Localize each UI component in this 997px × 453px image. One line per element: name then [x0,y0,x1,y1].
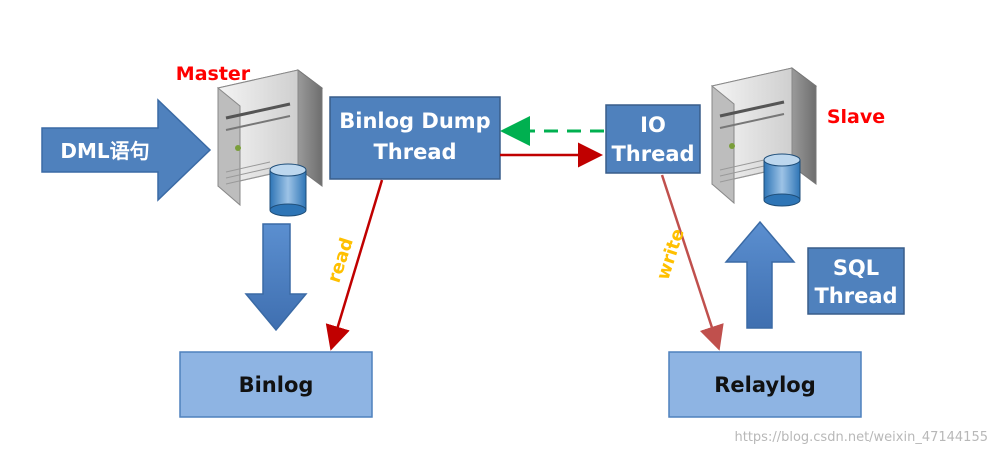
relaylog-to-slave-arrow [724,220,796,329]
master-label: Master [176,63,251,85]
binlog-box: Binlog [179,351,373,418]
binlog-dump-line2: Thread [373,140,456,164]
dml-label: DML语句 [60,139,149,163]
read-arrow [325,179,384,351]
watermark: https://blog.csdn.net/weixin_47144155 [734,430,988,445]
write-label: write [653,226,689,282]
slave-database-icon [763,153,801,207]
binlog-dump-line1: Binlog Dump [339,109,490,133]
io-line2: Thread [611,142,694,166]
sql-line1: SQL [833,256,879,280]
dml-arrow: DML语句 [41,98,212,202]
master-server-icon [216,69,324,207]
write-arrow [660,174,724,351]
io-thread-box: IO Thread [605,104,701,174]
relaylog-box: Relaylog [668,351,862,418]
io-line1: IO [640,113,666,137]
binlog-dump-thread-box: Binlog Dump Thread [329,96,501,180]
sql-line2: Thread [814,284,897,308]
master-database-icon [269,163,307,217]
sql-thread-box: SQL Thread [807,247,905,315]
binlog-label: Binlog [239,373,314,397]
master-to-binlog-arrow [244,223,308,332]
slave-label: Slave [827,106,885,128]
relaylog-label: Relaylog [714,373,815,397]
